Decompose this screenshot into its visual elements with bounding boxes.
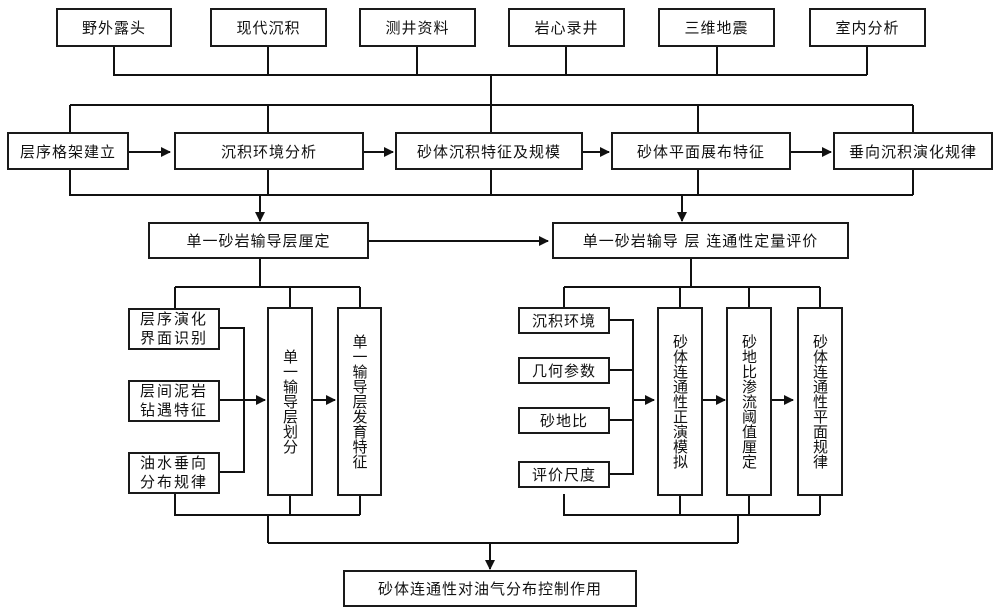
- left-branch-bottom: [174, 494, 361, 543]
- source-box-lab-analysis: 室内分析: [809, 8, 926, 47]
- conclusion-label: 砂体连通性对油气分布控制作用: [377, 580, 602, 598]
- right-input-label: 沉积环境: [531, 312, 596, 330]
- conclusion-box: 砂体连通性对油气分布控制作用: [343, 570, 637, 607]
- chain-label: 砂体沉积特征及规模: [416, 142, 561, 161]
- source-box-3d-seismic: 三维地震: [658, 8, 775, 47]
- chain-label: 砂体平面展布特征: [636, 142, 765, 161]
- chain-box-vertical-evolution: 垂向沉积演化规律: [833, 132, 993, 170]
- left-branch-top-line: [174, 259, 361, 308]
- chain-bottom-left-line: [69, 170, 492, 196]
- right-input-sedimentary-environment: 沉积环境: [518, 307, 610, 334]
- left-step-layer-development: 单一输导层发育特征: [337, 307, 382, 496]
- left-input-sequence-interface: 层序演化界面识别: [128, 308, 220, 350]
- right-input-label: 评价尺度: [531, 466, 596, 484]
- source-label: 岩心录井: [534, 19, 599, 37]
- left-branch-title-box: 单一砂岩输导层厘定: [148, 222, 369, 259]
- right-step-percolation-threshold: 砂地比渗流阈值厘定: [726, 307, 772, 496]
- right-input-label: 几何参数: [531, 362, 596, 380]
- right-branch-title: 单一砂岩输导 层 连通性定量评价: [582, 232, 819, 250]
- source-box-field-outcrop: 野外露头: [56, 8, 172, 47]
- chain-box-sedimentary-environment: 沉积环境分析: [174, 132, 364, 170]
- right-branch-title-box: 单一砂岩输导 层 连通性定量评价: [552, 222, 849, 259]
- source-label: 野外露头: [81, 19, 146, 37]
- chain-label: 垂向沉积演化规律: [848, 142, 977, 161]
- chain-label: 沉积环境分析: [220, 142, 317, 161]
- source-label: 室内分析: [835, 19, 900, 37]
- left-input-label: 油水垂向分布规律: [139, 454, 208, 491]
- chain-box-sand-planar-distribution: 砂体平面展布特征: [611, 132, 791, 170]
- left-step-layer-division: 单一输导层划分: [267, 307, 313, 496]
- chain-box-sand-characteristics: 砂体沉积特征及规模: [395, 132, 583, 170]
- left-inputs-merge: [220, 327, 245, 473]
- left-branch-title: 单一砂岩输导层厘定: [186, 232, 331, 250]
- source-box-well-logging: 测井资料: [359, 8, 476, 47]
- source-label: 现代沉积: [236, 19, 301, 37]
- right-step-forward-simulation: 砂体连通性正演模拟: [657, 307, 703, 496]
- right-step-planar-pattern: 砂体连通性平面规律: [797, 307, 843, 496]
- source-label: 测井资料: [385, 19, 450, 37]
- chain-box-sequence-framework: 层序格架建立: [7, 132, 129, 170]
- right-input-geometric-parameters: 几何参数: [518, 357, 610, 384]
- source-label: 三维地震: [684, 19, 749, 37]
- chain-top-line: [69, 104, 914, 132]
- right-branch-bottom: [563, 494, 821, 543]
- left-step-label: 单一输导层划分: [281, 349, 299, 454]
- right-input-label: 砂地比: [539, 412, 588, 430]
- right-inputs-merge: [610, 319, 634, 475]
- chain-bottom-right-line: [491, 170, 914, 196]
- left-input-label: 层序演化界面识别: [139, 310, 208, 347]
- source-box-core-logging: 岩心录井: [508, 8, 625, 47]
- left-step-label: 单一输导层发育特征: [350, 334, 369, 469]
- left-input-label: 层间泥岩钻遇特征: [139, 382, 208, 419]
- right-step-label: 砂体连通性正演模拟: [671, 334, 689, 469]
- right-branch-top-line: [563, 259, 821, 308]
- source-box-modern-deposition: 现代沉积: [210, 8, 327, 47]
- right-step-label: 砂地比渗流阈值厘定: [740, 334, 758, 469]
- sources-merge-line: [113, 46, 868, 76]
- right-step-label: 砂体连通性平面规律: [811, 334, 829, 469]
- left-input-oil-water-distribution: 油水垂向分布规律: [128, 452, 220, 494]
- left-input-interlayer-mudstone: 层间泥岩钻遇特征: [128, 380, 220, 422]
- chain-label: 层序格架建立: [19, 142, 116, 161]
- right-input-evaluation-scale: 评价尺度: [518, 461, 610, 488]
- right-input-sand-ratio: 砂地比: [518, 407, 610, 434]
